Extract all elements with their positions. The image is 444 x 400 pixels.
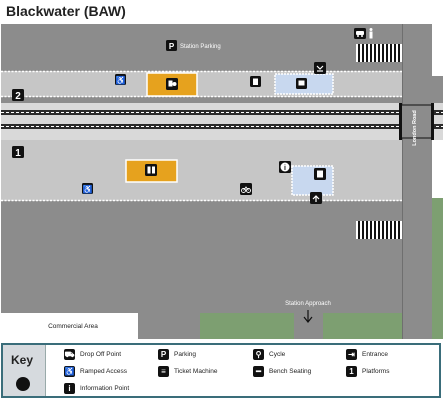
key-item-entrance: ⇥ Entrance: [346, 349, 388, 360]
key-item-platforms: 1 Platforms: [346, 366, 389, 377]
waiting-shelter-platform-2: [274, 73, 334, 95]
svg-text:P: P: [169, 42, 175, 51]
commercial-area-label: Commercial Area: [48, 323, 98, 330]
key-item-ticket-machine: ≡ Ticket Machine: [158, 366, 217, 377]
track-bed: [1, 103, 443, 140]
key-item-parking: P Parking: [158, 349, 196, 360]
platform-2-number: 2: [12, 89, 24, 102]
key-title: Key: [11, 353, 34, 367]
key-item-ramped-access: ♿ Ramped Access: [64, 366, 127, 377]
station-parking-label: Station Parking: [180, 44, 221, 50]
key-item-bench-seating: ━ Bench Seating: [253, 366, 311, 377]
entrance-icon: [314, 62, 326, 74]
road-bridge: [400, 104, 433, 139]
arrow-down-icon: [303, 310, 313, 323]
cycle-icon: [240, 183, 252, 195]
ramped-access-icon: ♿: [64, 366, 75, 377]
key-title-box: Key: [3, 345, 46, 396]
cycle-icon: ⚲: [253, 349, 264, 360]
information-icon: i: [279, 161, 291, 173]
drop-off-icon: [354, 28, 366, 39]
grass-left: [200, 313, 295, 339]
platform-2: [1, 71, 402, 97]
svg-text:2: 2: [15, 91, 21, 102]
drop-off-icon: ⛟: [64, 349, 75, 360]
pedestrian-crossing-bottom: [356, 221, 402, 239]
london-road: [402, 24, 432, 339]
key-item-information: i Information Point: [64, 383, 129, 394]
svg-text:♿: ♿: [116, 75, 126, 85]
platform-1: [1, 140, 402, 201]
entrance-icon-platform-1: [310, 192, 322, 204]
information-icon: i: [64, 383, 75, 394]
platform-1-number: 1: [12, 146, 24, 159]
grass-middle: [323, 313, 403, 339]
waiting-shelter-platform-1: [291, 165, 334, 196]
parking-icon: P: [158, 349, 169, 360]
map-key: Key ⛟ Drop Off Point P Parking ⚲ Cycle ⇥…: [1, 343, 441, 398]
person-icon: [369, 28, 373, 39]
station-approach-label: Station Approach: [285, 301, 331, 307]
svg-text:i: i: [284, 165, 286, 172]
station-map: Commercial Area London Road: [1, 24, 443, 339]
white-area-top-right: [432, 24, 443, 76]
bench-seating-icon: ━: [253, 366, 264, 377]
ramped-access-icon-platform-1: ♿: [82, 183, 93, 194]
commercial-area: [1, 313, 138, 339]
key-item-cycle: ⚲ Cycle: [253, 349, 285, 360]
ramped-access-icon: ♿: [115, 74, 126, 85]
key-icon: [16, 377, 30, 391]
white-area-right: [432, 133, 443, 198]
platforms-icon: 1: [346, 366, 357, 377]
ticket-machine-icon: ≡: [158, 366, 169, 377]
parking-icon: P: [166, 40, 177, 51]
waiting-room-building: [125, 159, 178, 183]
svg-text:1: 1: [15, 148, 21, 159]
pedestrian-crossing-top: [356, 44, 402, 62]
ticket-machine-icon: [250, 76, 261, 87]
entrance-icon: ⇥: [346, 349, 357, 360]
station-title: Blackwater (BAW): [6, 3, 126, 19]
ticket-office-building: [146, 72, 198, 97]
road-label: London Road: [412, 110, 418, 145]
svg-text:♿: ♿: [83, 184, 93, 194]
key-item-drop-off: ⛟ Drop Off Point: [64, 349, 122, 360]
